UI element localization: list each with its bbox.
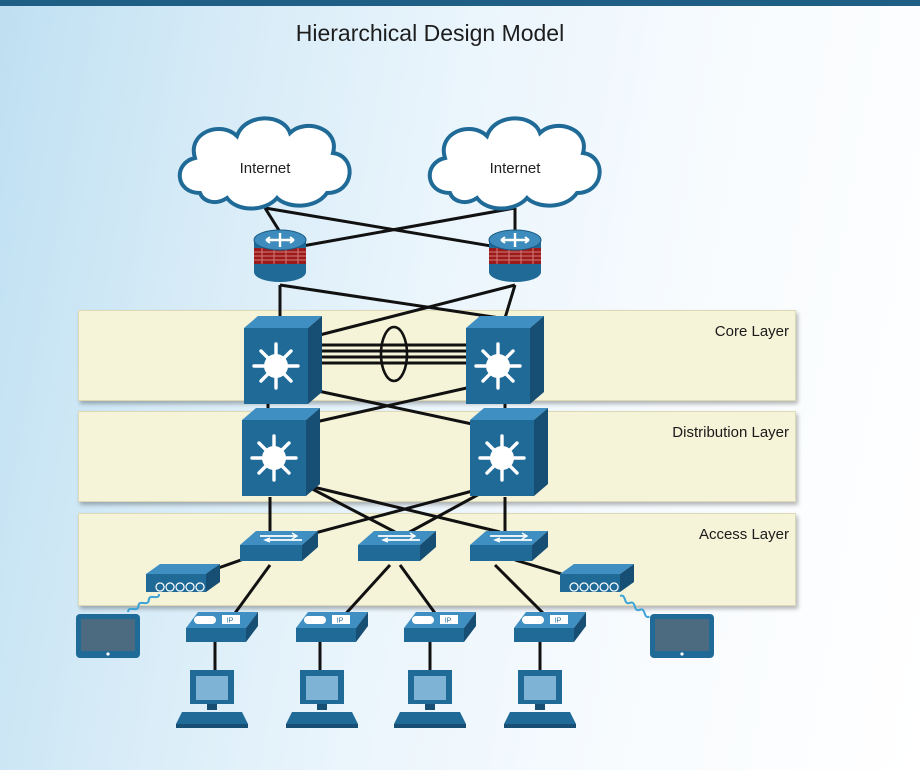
internet-cloud-left-label: Internet [240,160,292,177]
ip-phone-icon [404,612,476,642]
tablet-icon [650,614,714,658]
internet-cloud-left: Internet [177,116,352,211]
ip-phone-icon [186,612,258,642]
multilayer-switch-icon [468,406,550,498]
tablet-icon [76,614,140,658]
distribution-layer-label: Distribution Layer [672,424,789,441]
pc-workstation-icon [176,670,248,728]
wireless-access-point-icon [559,563,635,593]
page-title: Hierarchical Design Model [295,20,565,46]
multilayer-switch-icon [464,314,546,406]
workgroup-switch-icon [239,530,319,562]
wireless-signal-icon [618,593,652,620]
distribution-layer-band: Distribution Layer [78,411,796,502]
pc-workstation-icon [286,670,358,728]
ip-phone-icon [514,612,586,642]
access-layer-label: Access Layer [698,526,789,543]
etherchannel-ring [379,325,409,383]
access-layer-band: Access Layer [78,513,796,606]
wireless-access-point-icon [145,563,221,593]
top-bar [0,0,920,6]
ip-phone-icon [296,612,368,642]
firewall-router-icon [252,228,308,284]
link-lines [189,206,576,670]
core-layer-label: Core Layer [714,323,789,340]
wireless-signal-icon [126,591,162,615]
firewall-router-icon [487,228,543,284]
internet-cloud-right: Internet [427,116,602,211]
internet-cloud-right-label: Internet [490,160,542,177]
pc-workstation-icon [394,670,466,728]
workgroup-switch-icon [357,530,437,562]
multilayer-switch-icon [240,406,322,498]
multilayer-switch-icon [242,314,324,406]
pc-workstation-icon [504,670,576,728]
workgroup-switch-icon [469,530,549,562]
